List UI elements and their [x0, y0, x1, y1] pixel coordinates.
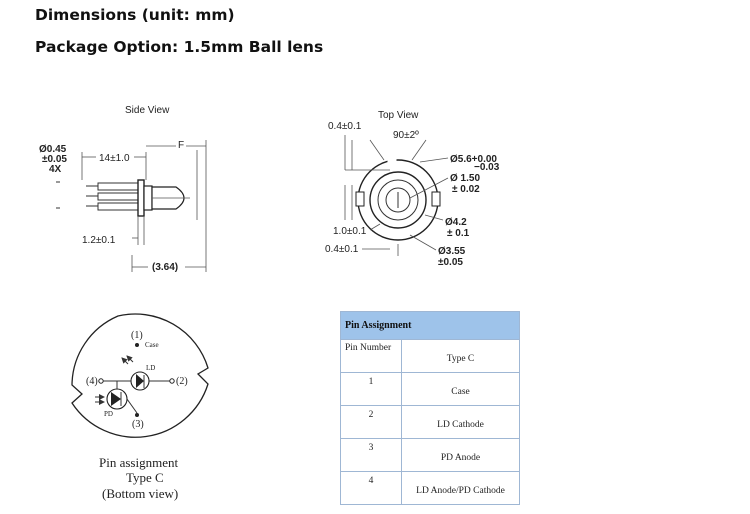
outer-diameter-tolerance: −0.03 [474, 162, 500, 173]
pin-function-cell: Case [401, 372, 520, 406]
lead-count-label: 4X [49, 164, 62, 175]
angle-label: 90±2º [393, 130, 419, 141]
cap-diameter-tolerance: ± 0.1 [447, 228, 470, 239]
pin-function-cell: LD Cathode [401, 405, 520, 439]
lens-diameter-tolerance: ± 0.02 [452, 184, 480, 195]
pin1-label: (1) [131, 330, 143, 341]
window-diameter-label: Ø3.55 [438, 246, 466, 257]
pin-number-cell: 4 [340, 471, 402, 505]
pin4-label: (4) [86, 376, 98, 387]
pin-number-cell: 1 [340, 372, 402, 406]
outer-diameter-label: Ø5.6+0.00 [450, 154, 497, 165]
pd-label: PD [104, 410, 113, 418]
side-view-drawing: Side View Ø0.45 ±0.05 4X 14±1.0 F 1.2±0.… [39, 105, 207, 273]
pin-number-cell: 3 [340, 438, 402, 472]
pin-assignment-diagram: (1) Case LD (2) (4) PD (3) Pin assignmen… [71, 313, 209, 501]
dimensions-heading: Dimensions (unit: mm) [35, 6, 235, 24]
lead-diameter-tolerance: ±0.05 [42, 154, 67, 165]
pin3-label: (3) [132, 419, 144, 430]
table-row: 1 Case [340, 372, 520, 406]
f-label: F [178, 140, 184, 151]
pin2-label: (2) [176, 376, 188, 387]
pin-function-cell: PD Anode [401, 438, 520, 472]
cap-diameter-label: Ø4.2 [445, 217, 467, 228]
top-view-drawing: Top View 0.4±0.1 90±2º Ø5.6+0.00 −0.03 Ø… [325, 110, 500, 268]
ld-label: LD [146, 364, 155, 372]
type-c-header: Type C [401, 339, 520, 373]
type-c-caption: Type C [126, 470, 164, 485]
pin-number-cell: 2 [340, 405, 402, 439]
tab-bottom-label: 0.4±0.1 [325, 244, 359, 255]
pin-assignment-table: Pin Assignment Pin Number Type C 1 Case … [340, 311, 520, 505]
table-row: 2 LD Cathode [340, 405, 520, 439]
package-option-heading: Package Option: 1.5mm Ball lens [35, 38, 324, 56]
case-label: Case [145, 341, 159, 349]
pin-table-title: Pin Assignment [340, 311, 520, 340]
table-row: 4 LD Anode/PD Cathode [340, 471, 520, 505]
pin-number-header: Pin Number [340, 339, 402, 373]
pin-assignment-caption: Pin assignment [99, 455, 178, 470]
base-thickness-label: 1.2±0.1 [82, 235, 116, 246]
bottom-view-caption: (Bottom view) [102, 486, 178, 501]
window-diameter-tolerance: ±0.05 [438, 257, 463, 268]
pin-function-cell: LD Anode/PD Cathode [401, 471, 520, 505]
lead-diameter-label: Ø0.45 [39, 144, 67, 155]
side-view-title: Side View [125, 105, 170, 116]
overall-length-label: (3.64) [152, 262, 178, 273]
lens-diameter-label: Ø 1.50 [450, 173, 480, 184]
tab-width-label: 0.4±0.1 [328, 121, 362, 132]
table-row: 3 PD Anode [340, 438, 520, 472]
notch-label: 1.0±0.1 [333, 226, 367, 237]
lead-length-label: 14±1.0 [99, 153, 130, 164]
top-view-title: Top View [378, 110, 419, 121]
